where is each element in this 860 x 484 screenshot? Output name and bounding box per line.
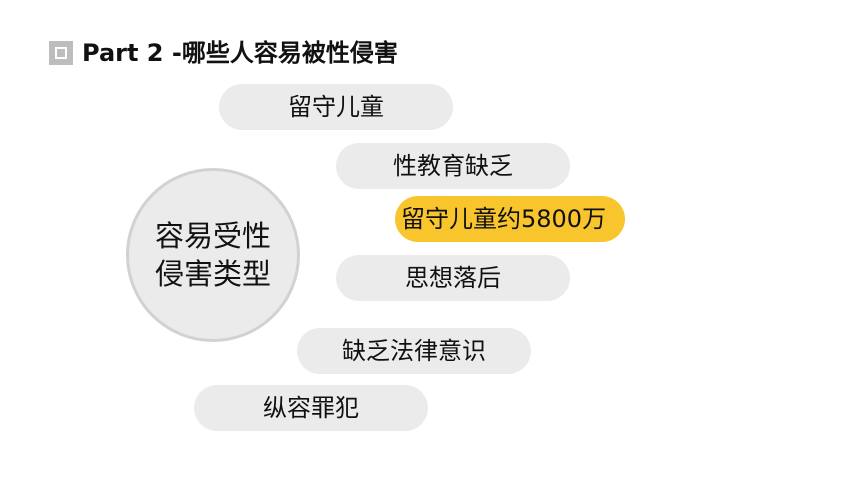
pill-left-behind-children: 留守儿童 (219, 84, 453, 130)
center-circle: 容易受性 侵害类型 (126, 168, 300, 342)
title-bullet-icon (49, 41, 73, 65)
pill-backward-thinking: 思想落后 (336, 255, 570, 301)
center-circle-line-1: 容易受性 (154, 219, 271, 253)
pill-lack-of-sex-education: 性教育缺乏 (336, 143, 570, 189)
center-circle-line-2: 侵害类型 (154, 257, 271, 291)
pill-highlight-left-behind-children-count: 留守儿童约5800万 (395, 196, 625, 242)
title-bullet-inner (57, 49, 65, 57)
pill-condoning-criminals: 纵容罪犯 (194, 385, 428, 431)
pill-lack-of-legal-awareness: 缺乏法律意识 (297, 328, 531, 374)
slide-title: Part 2 -哪些人容易被性侵害 (82, 39, 398, 67)
